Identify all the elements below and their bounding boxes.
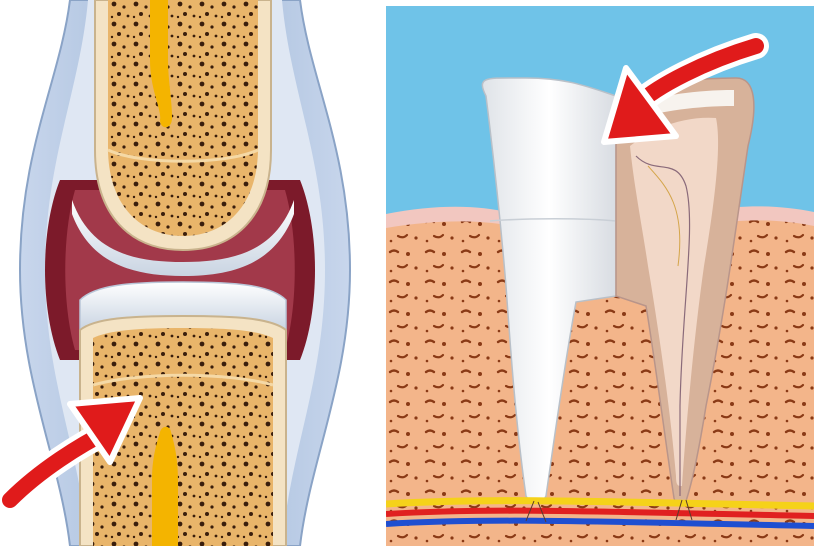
joint-svg bbox=[0, 0, 366, 546]
joint-illustration bbox=[0, 0, 366, 546]
tooth-illustration bbox=[386, 6, 814, 546]
tooth-svg bbox=[386, 6, 814, 546]
